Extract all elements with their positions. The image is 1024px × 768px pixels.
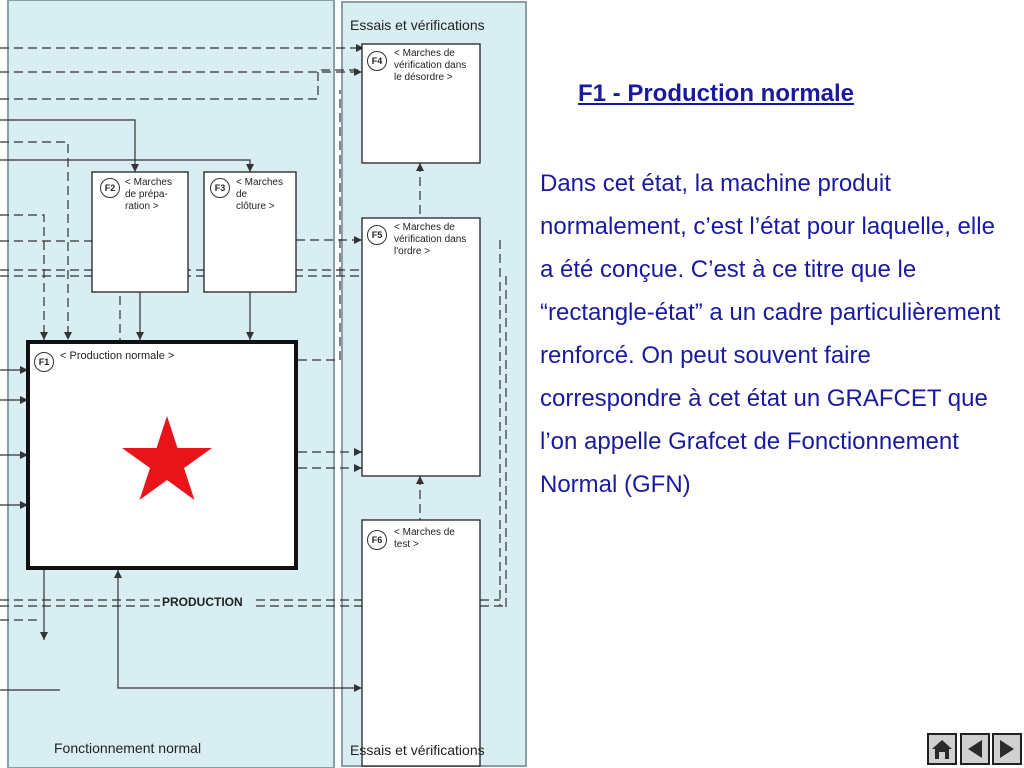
slide-body: Dans cet état, la machine produit normal…	[540, 170, 1001, 498]
f2-line2: de prépa-	[125, 189, 168, 200]
normal-operation-label: Fonctionnement normal	[54, 740, 202, 756]
f1-badge: F1	[34, 352, 54, 372]
tests-panel-label-top: Essais et vérifications	[350, 17, 485, 33]
f6-line1: < Marches de	[394, 527, 455, 538]
f2-badge: F2	[100, 178, 120, 198]
tests-panel-label-bottom: Essais et vérifications	[350, 742, 485, 758]
home-icon	[932, 740, 952, 759]
next-slide-button[interactable]	[992, 733, 1022, 765]
f2-line1: < Marches	[125, 177, 172, 188]
triangle-left-icon	[968, 740, 982, 758]
previous-slide-button[interactable]	[960, 733, 990, 765]
production-label: PRODUCTION	[162, 595, 243, 609]
f4-line2: vérification dans	[394, 60, 467, 71]
f3-badge: F3	[210, 178, 230, 198]
diagram-lines	[0, 0, 527, 768]
f3-line2: de	[236, 189, 248, 200]
triangle-right-icon	[1000, 740, 1014, 758]
f5-line1: < Marches de	[394, 222, 455, 233]
f6-line2: test >	[394, 539, 419, 550]
f5-badge: F5	[367, 225, 387, 245]
f5-line3: l'ordre >	[394, 246, 431, 257]
f4-line3: le désordre >	[394, 72, 453, 83]
grafcet-diagram: Essais et vérifications Essais et vérifi…	[0, 0, 527, 768]
f4-line1: < Marches de	[394, 48, 455, 59]
star-icon	[122, 416, 212, 500]
f2-line3: ration >	[125, 201, 159, 212]
f5-box	[361, 217, 481, 477]
f1-label: < Production normale >	[60, 350, 175, 362]
f3-line3: clôture >	[236, 201, 275, 212]
f3-line1: < Marches	[236, 177, 283, 188]
f6-badge: F6	[367, 530, 387, 550]
f4-badge: F4	[367, 51, 387, 71]
f6-box	[361, 519, 481, 767]
home-button[interactable]	[927, 733, 957, 765]
f5-line2: vérification dans	[394, 234, 467, 245]
slide-title: F1 - Production normale	[578, 80, 855, 107]
